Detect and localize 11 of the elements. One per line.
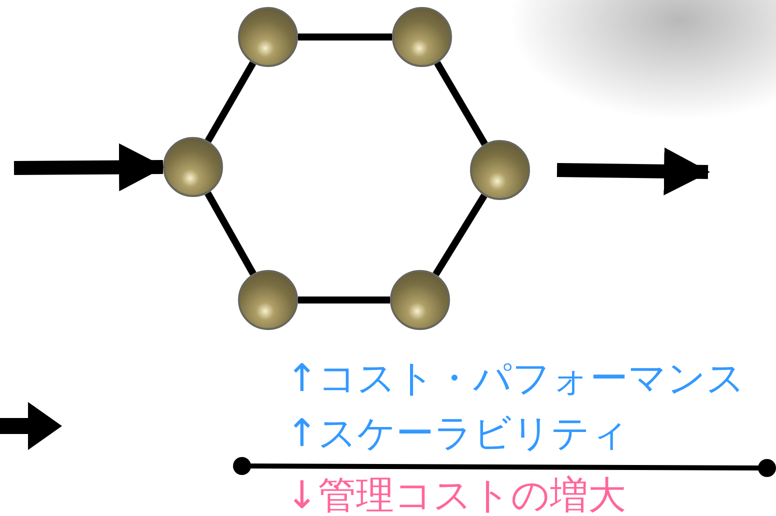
hexagon-side	[434, 61, 488, 146]
note-text: ↑スケーラビリティ	[286, 411, 629, 455]
hexagon-side	[298, 296, 390, 304]
hexagon-side	[432, 194, 488, 276]
hexagon-side	[298, 34, 392, 40]
arrow	[556, 147, 710, 196]
note-text: ↓管理コストの増大	[286, 473, 626, 516]
hexagon-side	[204, 191, 256, 276]
hexagon-side	[204, 61, 256, 143]
note-text: ↑コスト・パフォーマンス	[286, 356, 745, 400]
arrow	[14, 143, 165, 192]
